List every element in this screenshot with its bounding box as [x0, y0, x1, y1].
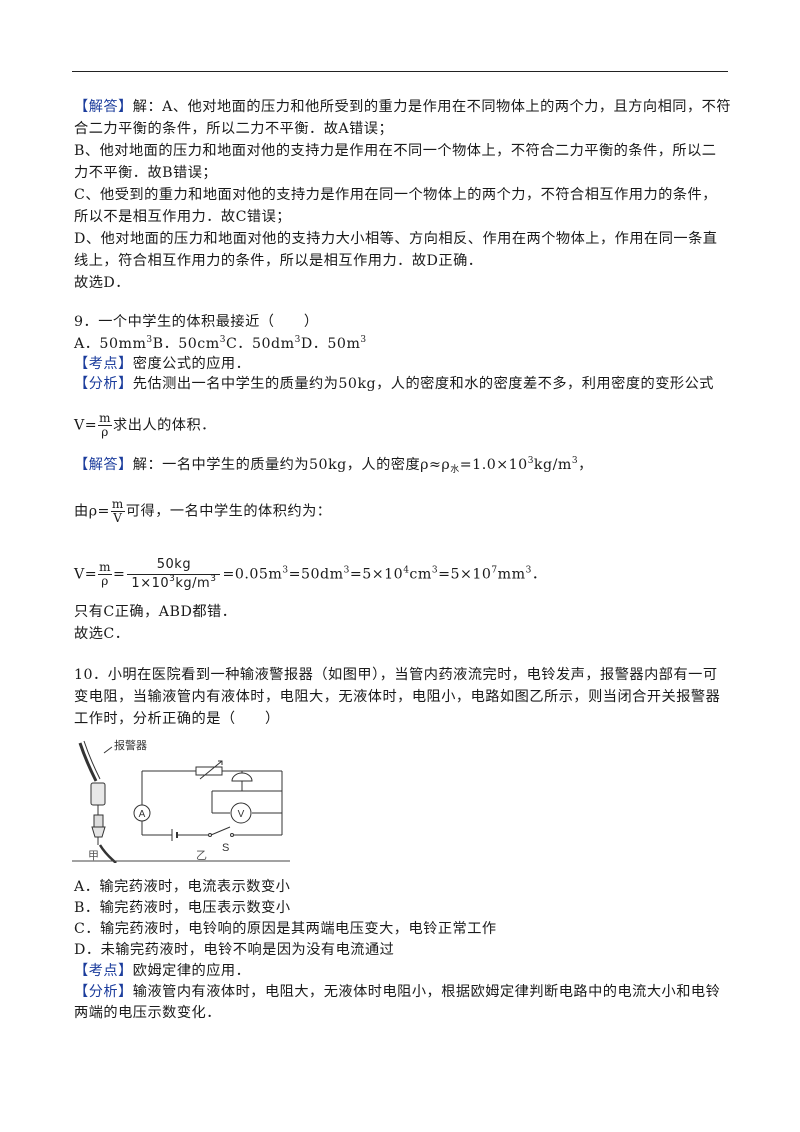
q10-fenxi-line-2: 两端的电压示数变化．: [74, 1005, 221, 1021]
ammeter-icon: [133, 804, 151, 822]
label-jia: 甲: [88, 850, 99, 862]
q8-solution-line-8: 线上，符合相互作用力的条件，所以是相互作用力．故D正确．: [74, 253, 483, 269]
q8-solution-line-2: 合二力平衡的条件，所以二力不平衡．故A错误；: [74, 121, 394, 137]
q8-answer: 故选D．: [74, 275, 130, 291]
q8-solution-line-1: 【解答】解：A、他对地面的压力和他所受到的重力是作用在不同物体上的两个力，且方向…: [74, 99, 732, 115]
q9-jieda-line-1: 【解答】解：一名中学生的质量约为50kg，人的密度ρ≈ρ水=1.0×103kg/…: [74, 456, 593, 475]
q9-only-c-correct: 只有C正确，ABD都错．: [74, 604, 237, 620]
solution-tag: 【解答】: [74, 99, 133, 115]
q8-solution-line-4: 力不平衡．故B错误；: [74, 165, 218, 181]
voltmeter-icon: [230, 802, 252, 824]
q9-answer: 故选C．: [74, 626, 130, 642]
q9-options: A．50mm3B．50cm3C．50dm3D．50m3: [74, 335, 367, 353]
q10-stem-line-1: 10．小明在医院看到一种输液警报器（如图甲），当管内药液流完时，电铃发声，报警器…: [74, 667, 718, 683]
q10-stem-line-2: 变电阻，当输液管内有液体时，电阻大，无液体时，电阻小，电路如图乙所示，则当闭合开…: [74, 689, 721, 705]
circuit-diagram: [141, 760, 283, 841]
q10-option-c: C．输完药液时，电铃响的原因是其两端电压变大，电铃正常工作: [74, 921, 497, 937]
label-alarm: 报警器: [114, 738, 147, 752]
q10-option-b: B．输完药液时，电压表示数变小: [74, 900, 291, 916]
header-rule: [72, 71, 728, 72]
q10-figure: 报警器 A V S 甲 乙: [72, 738, 290, 863]
q8-solution-line-5: C、他受到的重力和地面对他的支持力是作用在同一个物体上的两个力，不符合相互作用力…: [74, 187, 717, 203]
q10-option-d: D．未输完药液时，电铃不响是因为没有电流通过: [74, 942, 395, 958]
q8-solution-line-3: B、他对地面的压力和地面对他的支持力是作用在不同一个物体上，不符合二力平衡的条件…: [74, 143, 717, 159]
q10-stem-line-3: 工作时，分析正确的是（ ）: [74, 711, 280, 727]
q10-fenxi-line-1: 【分析】输液管内有液体时，电阻大，无液体时电阻小，根据欧姆定律判断电路中的电流大…: [74, 984, 721, 1000]
svg-text:S: S: [222, 842, 229, 854]
q8-solution-line-7: D、他对地面的压力和地面对他的支持力大小相等、方向相反、作用在两个物体上，作用在…: [74, 231, 718, 247]
infusion-device-figure: [78, 740, 117, 863]
q8-solution-line-6: 所以不是相互作用力．故C错误；: [74, 209, 291, 225]
q9-kaodian: 【考点】密度公式的应用．: [74, 356, 251, 372]
q9-fenxi-line-1: 【分析】先估测出一名中学生的质量约为50kg，人的密度和水的密度差不多，利用密度…: [74, 376, 714, 392]
q10-option-a: A．输完药液时，电流表示数变小: [74, 879, 291, 895]
q10-kaodian: 【考点】欧姆定律的应用．: [74, 963, 251, 979]
q9-stem: 9．一个中学生的体积最接近（ ）: [74, 314, 319, 330]
svg-text:V: V: [238, 809, 245, 820]
label-yi: 乙: [196, 849, 207, 862]
svg-text:A: A: [139, 809, 146, 820]
